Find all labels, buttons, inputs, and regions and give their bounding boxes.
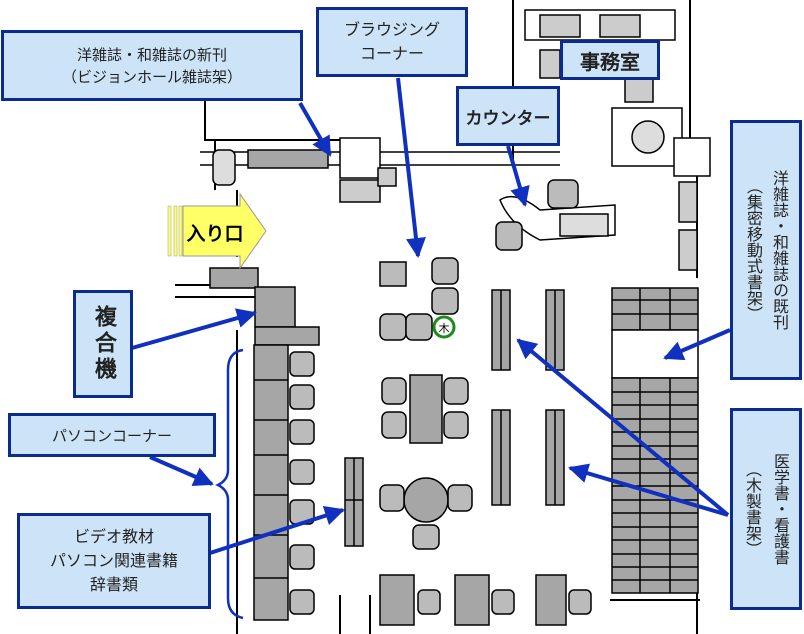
arrow-video-shelf [209,506,345,555]
label-office: 事務室 [560,40,660,80]
label-new-magazines-line2: （ビジョンホール雑誌架） [61,67,242,86]
arrow-copier [131,308,257,350]
video-shelf [344,457,364,547]
label-medical-nursing: 医学書・看護書 （木製書架） [730,408,802,610]
counter-desk [495,179,616,251]
bottom-tables [379,574,592,626]
arrow-pc-corner [149,455,214,486]
new-magazine-rack [212,137,397,203]
label-video-line2: パソコン関連書籍 [49,551,178,570]
arrow-back-magazines [663,328,731,361]
arrow-medical-2 [568,463,729,517]
label-pc-corner: パソコンコーナー [8,413,216,457]
label-video-line3: 辞書類 [89,575,138,594]
label-back-magazines-line2: （集密移動式書架） [744,178,763,322]
pc-corner-desks [253,344,315,621]
label-video-line1: ビデオ教材 [73,527,154,546]
label-medical-line2: （木製書架） [743,461,762,557]
entrance-arrow: 入り口 [167,192,267,270]
compact-shelving [611,287,699,594]
label-medical-line1: 医学書・看護書 [771,453,790,565]
label-browsing-line2: コーナー [359,44,424,63]
label-video-materials: ビデオ教材 パソコン関連書籍 辞書類 [17,513,211,609]
label-counter: カウンター [456,86,560,146]
arrow-browsing [396,77,426,258]
office-room [524,9,711,271]
medical-shelves [491,289,565,506]
label-back-magazines: 洋雑誌・和雑誌の既刊 （集密移動式書架） [730,120,802,380]
pc-corner-brace [215,348,244,620]
arrow-new-magazines [298,102,332,157]
tree-label: 木 [439,322,450,335]
entrance-label: 入り口 [186,223,243,245]
tree-mark: 木 [432,315,456,339]
pointer-arrows [131,77,731,555]
label-browsing-corner: ブラウジング コーナー [316,7,468,77]
browsing-seats [379,257,459,341]
arrow-medical-1 [516,338,730,517]
copier-unit [209,267,320,346]
label-browsing-line1: ブラウジング [343,20,440,39]
label-copier: 複合機 [73,290,133,398]
label-back-magazines-line1: 洋雑誌・和雑誌の既刊 [770,170,789,330]
label-new-magazines: 洋雑誌・和雑誌の新刊 （ビジョンホール雑誌架） [1,30,303,101]
label-new-magazines-line1: 洋雑誌・和雑誌の新刊 [76,45,227,64]
arrow-counter [506,145,530,207]
reading-tables [379,374,473,550]
